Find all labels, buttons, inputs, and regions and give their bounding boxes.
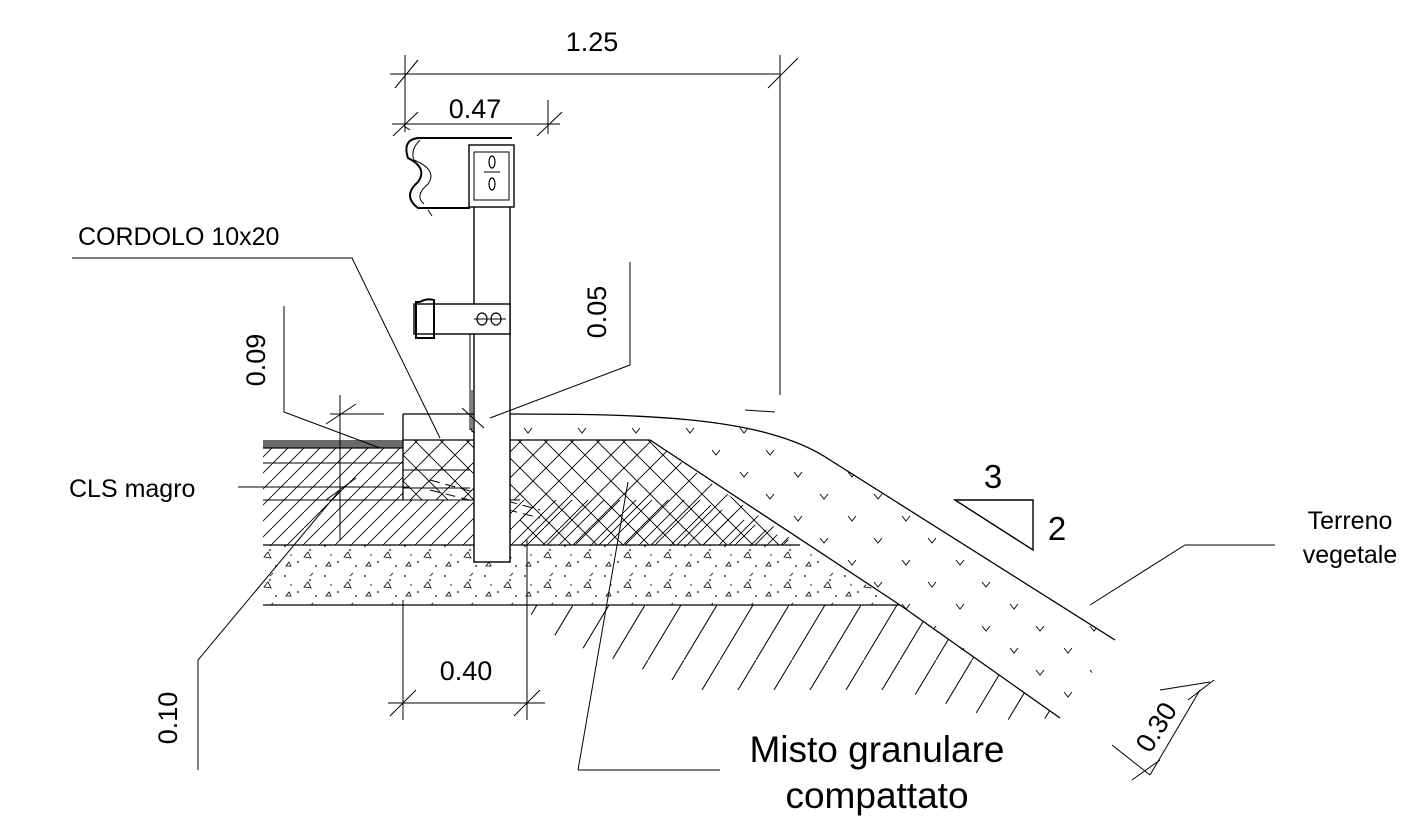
guardrail-post [473, 189, 511, 563]
dim-topsoil-label: 0.30 [1130, 697, 1183, 757]
dim-base-width-label: 0.40 [440, 656, 493, 686]
dimension-lines [197, 55, 1215, 781]
dim-post-offset-label: 0.05 [582, 286, 612, 339]
topsoil-label-line1: Terreno [1308, 507, 1393, 535]
topsoil-label-line2: vegetale [1303, 541, 1398, 569]
labels: 1.25 0.47 CORDOLO 10x20 0.05 0.09 CLS ma… [69, 27, 1397, 816]
slope-triangle [952, 499, 1034, 552]
natural-ground [520, 605, 1060, 720]
asphalt-layer [263, 440, 403, 448]
sub-base-layer [263, 545, 900, 605]
dim-curb-height-label: 0.09 [241, 334, 271, 387]
lean-concrete-label: CLS magro [69, 475, 195, 503]
rail-spacer-block [468, 144, 515, 208]
dim-total-width-label: 1.25 [566, 27, 619, 57]
w-beam-rail [405, 137, 512, 209]
dim-lean-layer-label: 0.10 [153, 692, 183, 745]
granular-fill-label-line2: compattato [785, 775, 968, 816]
granular-fill-label-line1: Misto granulare [749, 729, 1004, 770]
slope-v-label: 2 [1048, 510, 1066, 547]
leader-lines [72, 257, 1275, 771]
dim-rail-width-label: 0.47 [449, 94, 502, 124]
curb-label: CORDOLO 10x20 [78, 223, 279, 251]
ground-layers [263, 413, 1115, 720]
slope-h-label: 3 [984, 458, 1002, 495]
guardrail [403, 125, 515, 563]
layer-outlines [263, 413, 1116, 719]
topsoil-slope [470, 413, 1115, 718]
